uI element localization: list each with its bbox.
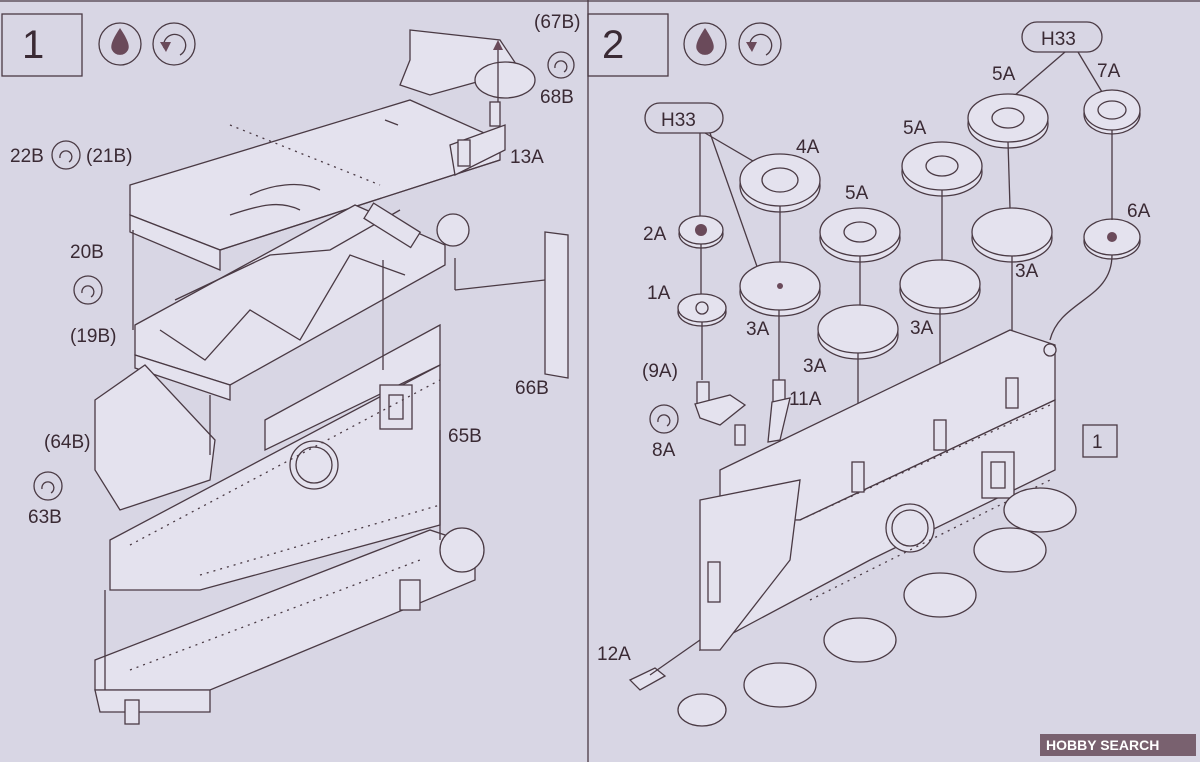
road-wheel-3A-c — [899, 259, 981, 315]
callout-5A-a: 5A — [845, 183, 869, 204]
hull-side-part — [94, 323, 441, 591]
callout-5A-b: 5A — [903, 118, 927, 139]
callout-67B: (67B) — [534, 12, 580, 33]
hub-2A — [678, 215, 724, 249]
rotate-assembly-icon — [738, 22, 782, 66]
leader-5A-3A-c — [1007, 141, 1011, 209]
step-1-number-box — [1, 13, 83, 77]
leader-h33-7A — [1077, 51, 1103, 93]
callout-22B: 22B — [10, 146, 44, 167]
step-2-panel: 2 H33 H33 — [587, 13, 1151, 727]
road-wheel-3A-a — [739, 261, 821, 317]
callout-5A-c: 5A — [992, 64, 1016, 85]
glue-drop-icon — [98, 22, 142, 66]
callout-13A: 13A — [510, 147, 544, 168]
glue-drop-icon — [683, 22, 727, 66]
middle-frame-part — [134, 202, 470, 401]
callout-19B: (19B) — [70, 326, 116, 347]
installed-wheel-6 — [677, 693, 727, 727]
rotate-icon-68B — [547, 51, 575, 79]
installed-wheel-3 — [903, 572, 977, 618]
rotate-icon-22B — [51, 140, 81, 170]
svg-text:H33: H33 — [1041, 29, 1076, 50]
step-2-number-box — [587, 13, 669, 77]
callout-65B: 65B — [448, 426, 482, 447]
callout-64B: (64B) — [44, 432, 90, 453]
road-wheel-3A-b — [817, 304, 899, 360]
paint-badge-h33-left: H33 — [644, 102, 724, 134]
callout-6A: 6A — [1127, 201, 1151, 222]
svg-text:HOBBY SEARCH: HOBBY SEARCH — [1046, 737, 1159, 753]
step-1-number: 1 — [22, 23, 44, 67]
installed-wheel-4 — [823, 617, 897, 663]
callout-12A: 12A — [597, 644, 631, 665]
paint-badge-h33-top: H33 — [1021, 21, 1103, 53]
watermark: HOBBY SEARCH — [1040, 734, 1196, 756]
rotate-icon-8A — [649, 404, 679, 434]
steering-arm-part — [449, 101, 506, 176]
callout-3A-b: 3A — [803, 356, 827, 377]
hub-6A — [1083, 218, 1141, 260]
hull-assembly — [699, 329, 1057, 652]
step-2-number: 2 — [602, 23, 624, 67]
road-wheel-5A-b — [901, 141, 983, 197]
callout-1A: 1A — [647, 283, 671, 304]
step-ref-box: 1 — [1082, 424, 1118, 458]
leader-12A — [649, 639, 701, 676]
svg-text:H33: H33 — [661, 110, 696, 131]
callout-3A-a: 3A — [746, 319, 770, 340]
callout-7A: 7A — [1097, 61, 1121, 82]
arm-11A — [767, 379, 791, 443]
leader-66B-joint — [454, 279, 546, 291]
arm-9A — [694, 381, 747, 446]
callout-20B: 20B — [70, 242, 104, 263]
step-1-panel: 1 — [1, 12, 580, 725]
lower-chassis-part — [94, 527, 485, 725]
side-plate-66B — [544, 231, 569, 379]
installed-wheel-5 — [743, 662, 817, 708]
road-wheel-3A-d — [971, 207, 1053, 263]
callout-66B: 66B — [515, 378, 549, 399]
callout-11A: 11A — [789, 389, 822, 410]
rotate-icon-20B — [73, 275, 103, 305]
sprocket-7A — [1083, 89, 1141, 135]
arrow-head — [493, 40, 503, 50]
callout-4A: 4A — [796, 137, 820, 158]
callout-68B: 68B — [540, 87, 574, 108]
front-plate-part — [399, 29, 536, 99]
hub-1A — [677, 293, 727, 327]
leader-deck-tab — [384, 119, 399, 126]
installed-wheel-1 — [1003, 487, 1077, 533]
callout-2A: 2A — [643, 224, 667, 245]
svg-text:1: 1 — [1092, 432, 1103, 453]
part-12A — [628, 667, 667, 691]
callout-9A: (9A) — [642, 361, 678, 382]
callout-8A: 8A — [652, 440, 676, 461]
callout-63B: 63B — [28, 507, 62, 528]
callout-21B: (21B) — [86, 146, 132, 167]
callout-3A-c: 3A — [910, 318, 934, 339]
leader-h33-3A — [709, 132, 761, 276]
callout-3A-d: 3A — [1015, 261, 1039, 282]
road-wheel-4A — [739, 153, 821, 213]
rotate-assembly-icon — [152, 22, 196, 66]
leader-6A-hull — [1049, 254, 1113, 341]
road-wheel-5A-c — [967, 93, 1049, 149]
rotate-icon-63B — [33, 471, 63, 501]
road-wheel-5A-a — [819, 207, 901, 263]
installed-wheel-2 — [973, 527, 1047, 573]
upper-deck-part — [129, 99, 501, 271]
